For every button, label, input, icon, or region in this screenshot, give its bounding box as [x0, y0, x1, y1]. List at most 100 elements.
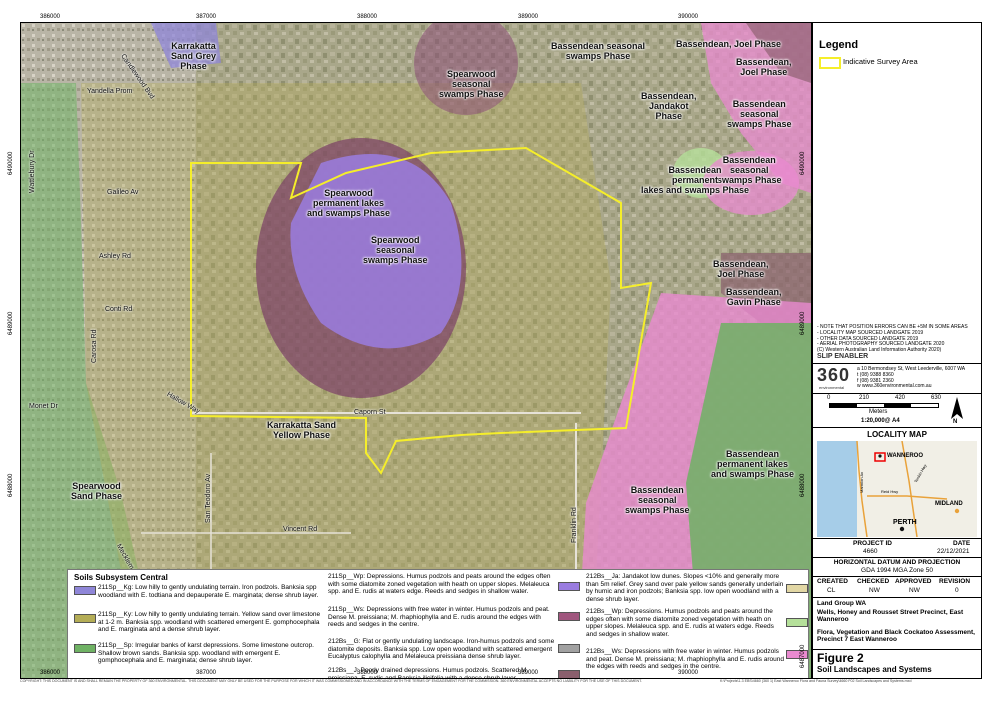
road-label: Franklin Rd [571, 507, 578, 543]
locality-place-label: PERTH [893, 519, 917, 526]
easting-tick-label: 388000 [357, 14, 378, 20]
soil-entry: 212Bs__Ja: Jandakot low dunes. Slopes <1… [586, 573, 784, 603]
road-label: Yandella Prom [87, 88, 133, 95]
report-name: Flora, Vegetation and Black Cockatoo Ass… [817, 629, 975, 643]
map-canvas[interactable] [21, 23, 811, 678]
north-label: N [953, 419, 958, 425]
unit-label: Bassendean, Gavin Phase [726, 287, 782, 307]
unit-label: Bassendean seasonal swamps Phase [625, 485, 690, 515]
easting-tick-label: 390000 [678, 14, 699, 20]
soil-spearwood-wp-polygon [290, 154, 462, 349]
soil-swatch [74, 644, 96, 653]
date-label: DATE [953, 540, 971, 547]
datum-title: HORIZONTAL DATUM AND PROJECTION [833, 559, 961, 566]
unit-label: Bassendean permanent lakes and swamps Ph… [641, 165, 750, 195]
soil-entry: 212Bs__Wp: Depressions. Humus podzols an… [586, 608, 774, 638]
role-value: NW [869, 587, 880, 594]
soil-swatch [786, 584, 808, 593]
soil-swatch [74, 614, 96, 623]
slip-enabler-logo: SLIP ENABLER [817, 353, 869, 360]
unit-label: Bassendean, Joel Phase [713, 259, 769, 279]
northing-tick-label: 6489000 [8, 311, 14, 335]
northing-tick-label: 6487000 [800, 644, 806, 668]
soil-entry: 212Bs__G: Flat or gently undulating land… [328, 638, 555, 661]
map-note: - AERIAL PHOTOGRAPHY SOURCED LANDGATE 20… [817, 341, 945, 348]
northing-tick-label: 6488000 [800, 473, 806, 497]
map-side-panel: Legend Indicative Survey Area - NOTE THA… [812, 22, 982, 679]
unit-label: Bassendean, Joel Phase [676, 39, 782, 49]
soil-entry: 211Sp__Ky: Low hilly to gently undulatin… [98, 611, 321, 634]
map-note: (C) Western Australian Land Information … [817, 347, 942, 354]
locality-place-label: WANNEROO [887, 453, 923, 459]
role-value: 0 [955, 587, 959, 594]
locality-map: WANNEROO Marmion Av Reid Hwy Tonkin Hwy … [817, 441, 977, 537]
northing-tick-label: 6490000 [8, 151, 14, 175]
map-notes: - NOTE THAT POSITION ERRORS CAN BE +5M I… [817, 324, 979, 354]
unit-label: Karrakatta Sand Yellow Phase [267, 420, 337, 440]
road-label: Vincent Rd [283, 526, 318, 533]
scale-bar [829, 403, 939, 408]
scale-tick-label: 630 [931, 395, 942, 401]
soil-entry: 211Sp__Wp: Depressions. Humus podzols an… [328, 573, 551, 596]
road-label: Carosa Rd [91, 329, 98, 363]
locality-place-label: Reid Hwy [881, 489, 899, 494]
easting-tick-label: 386000 [40, 14, 61, 20]
figure-number: Figure 2 [817, 651, 864, 665]
client-name: Land Group WA [817, 600, 867, 607]
unit-label: Bassendean permanent lakes and swamps Ph… [711, 449, 795, 479]
unit-label: Spearwood seasonal swamps Phase [439, 69, 504, 99]
northing-tick-label: 6490000 [800, 151, 806, 175]
soil-entry: 211Sp__Ws: Depressions with free water i… [328, 606, 550, 629]
project-id-value: 4660 [863, 548, 878, 555]
soil-karrakatta-grey-polygon [151, 23, 221, 68]
unit-label: Bassendean, Jandakot Phase [641, 91, 697, 121]
scale-unit: Meters [869, 409, 888, 415]
map-frame[interactable]: Karrakatta Sand Grey Phase Spearwood sea… [20, 22, 812, 679]
road-label: Ashley Rd [99, 253, 131, 260]
soil-swatch [786, 618, 808, 627]
easting-tick-label: 388000 [357, 670, 378, 676]
easting-tick-label: 387000 [196, 14, 217, 20]
role-label: APPROVED [895, 578, 932, 585]
soils-legend-title: Soils Subsystem Central [74, 573, 168, 582]
road-label: San Teodoro Av [205, 473, 212, 523]
northing-tick-label: 6489000 [800, 311, 806, 335]
scale-tick-label: 420 [895, 395, 906, 401]
legend-title: Legend [819, 39, 859, 51]
unit-label: Karrakatta Sand Grey Phase [171, 41, 217, 71]
survey-area-outline [190, 146, 653, 475]
easting-tick-label: 389000 [518, 14, 539, 20]
legend-survey-label: Indicative Survey Area [843, 57, 918, 66]
easting-tick-label: 387000 [196, 670, 217, 676]
road-label: Conti Rd [105, 306, 133, 313]
map-note: - OTHER DATA SOURCED LANDGATE 2019 [817, 335, 919, 342]
unit-label: Spearwood Sand Phase [71, 481, 123, 501]
role-label: REVISION [939, 578, 971, 585]
unit-label: Spearwood seasonal swamps Phase [363, 235, 428, 265]
role-label: CHECKED [857, 578, 890, 585]
scale-ratio: 1:20,000@ A4 [861, 418, 900, 424]
soil-joel-top-polygon [746, 23, 811, 83]
company-fax: f (08) 9381 2360 [857, 377, 894, 384]
file-path-footer: K:\Projects\1-3 EBS\4660 (360 1) East Wa… [720, 679, 912, 683]
unit-label: Bassendean, Joel Phase [736, 57, 792, 77]
soil-swatch [558, 612, 580, 621]
scale-tick-label: 210 [859, 395, 870, 401]
datum-value: GDA 1994 MGA Zone 50 [861, 567, 933, 574]
copyright-footer: COPYRIGHT: THIS DOCUMENT IS AND SHALL RE… [20, 679, 642, 683]
role-value: CL [827, 587, 836, 594]
soil-swatch [558, 670, 580, 678]
company-tel: t (08) 9388 8360 [857, 371, 894, 378]
project-id-label: PROJECT ID [853, 540, 893, 547]
soil-swatch [786, 650, 808, 659]
easting-tick-label: 386000 [40, 670, 61, 676]
soils-legend: Soils Subsystem Central 211Sp__Kg: Low h… [67, 569, 809, 678]
unit-label: Bassendean seasonal swamps Phase [551, 41, 646, 61]
unit-label: Bassendean seasonal swamps Phase [727, 99, 792, 129]
soil-entry: 212Bs__Ws: Depressions with free water i… [586, 648, 785, 671]
locality-map-title: LOCALITY MAP [867, 430, 927, 439]
date-value: 22/12/2021 [937, 548, 970, 555]
soil-swatch [558, 582, 580, 591]
unit-label: Bassendean seasonal swamps Phase [717, 155, 782, 185]
